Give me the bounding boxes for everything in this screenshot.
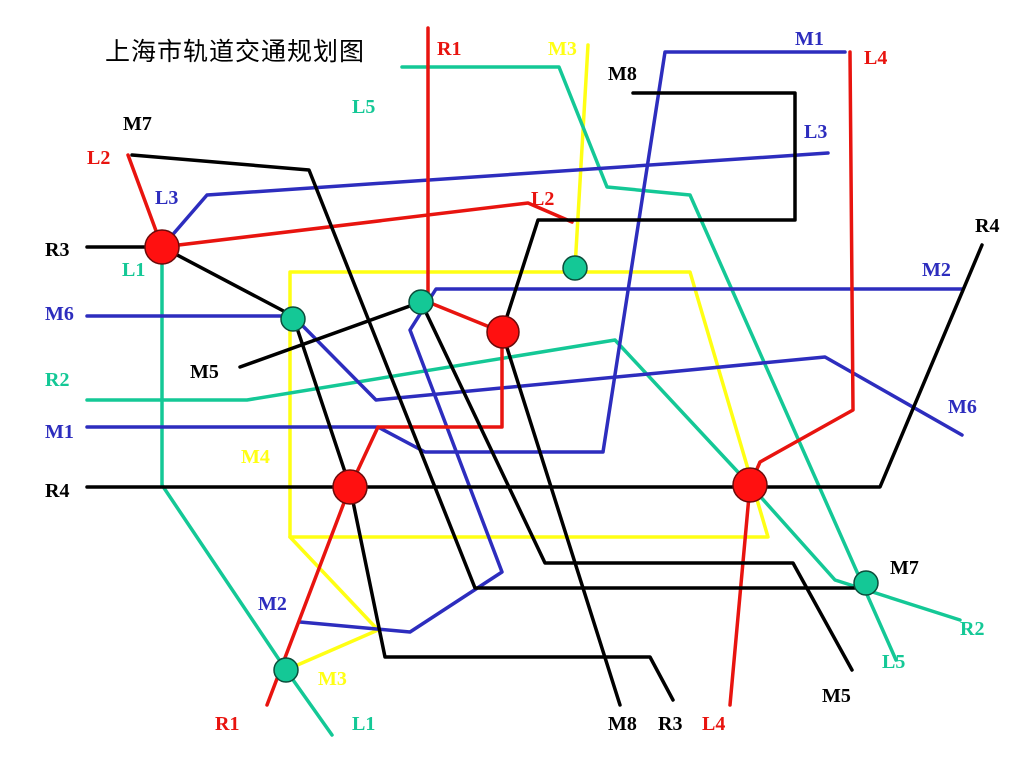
line-m2[interactable]: [298, 287, 964, 634]
transfer-station-small[interactable]: [408, 289, 434, 315]
line-m8[interactable]: [500, 91, 797, 707]
label-l2-mid: L2: [531, 188, 554, 210]
label-l2-top: L2: [87, 147, 110, 169]
label-l3-right: L3: [804, 121, 827, 143]
stations: [144, 229, 879, 683]
label-l4-bottom: L4: [702, 713, 725, 735]
transfer-station-large[interactable]: [486, 315, 520, 349]
label-m8-top: M8: [608, 63, 637, 85]
map-title: 上海市轨道交通规划图: [105, 37, 366, 66]
line-m7[interactable]: [130, 153, 870, 590]
label-m4: M4: [241, 446, 270, 468]
label-l4-top: L4: [864, 47, 887, 69]
label-l1-left: L1: [122, 259, 145, 281]
label-m2-right: M2: [922, 259, 951, 281]
transfer-station-small[interactable]: [562, 255, 588, 281]
label-l1-bottom: L1: [352, 713, 375, 735]
label-r1-bottom: R1: [215, 713, 239, 735]
label-m6-right: M6: [948, 396, 977, 418]
label-l5-bottom: L5: [882, 651, 905, 673]
transfer-station-large[interactable]: [732, 467, 768, 503]
line-l2[interactable]: [126, 153, 574, 249]
label-m2-bottom: M2: [258, 593, 287, 615]
label-m3-bottom: M3: [318, 668, 347, 690]
label-m5-bottom: M5: [822, 685, 851, 707]
line-m5[interactable]: [238, 300, 854, 672]
transfer-station-small[interactable]: [273, 657, 299, 683]
label-m3-top: M3: [548, 38, 577, 60]
label-r3-left: R3: [45, 239, 69, 261]
label-r3-bottom: R3: [658, 713, 682, 735]
label-l3-left: L3: [155, 187, 178, 209]
line-m6[interactable]: [85, 314, 964, 437]
label-r4-right: R4: [975, 215, 999, 237]
label-m7-right: M7: [890, 557, 919, 579]
label-r1-top: R1: [437, 38, 461, 60]
transfer-station-small[interactable]: [280, 306, 306, 332]
label-l5-top: L5: [352, 96, 375, 118]
label-m1-top: M1: [795, 28, 824, 50]
line-l5[interactable]: [400, 65, 898, 662]
line-m3[interactable]: [573, 43, 590, 270]
label-r2-right: R2: [960, 618, 984, 640]
line-m4[interactable]: [288, 270, 770, 539]
transfer-station-large[interactable]: [144, 229, 180, 265]
label-r4-left: R4: [45, 480, 69, 502]
line-l1[interactable]: [160, 245, 334, 737]
label-r2-left: R2: [45, 369, 69, 391]
line-l4[interactable]: [728, 50, 855, 707]
label-m6-left: M6: [45, 303, 74, 325]
label-m5-left: M5: [190, 361, 219, 383]
line-r1[interactable]: [265, 26, 504, 707]
transfer-station-small[interactable]: [853, 570, 879, 596]
label-m8-bottom: M8: [608, 713, 637, 735]
line-labels: R1 M3 M1 L4 M8 L5 M7 L3 L2 L3 L2 R4 R3 L…: [45, 28, 999, 735]
label-m1-left: M1: [45, 421, 74, 443]
transfer-station-large[interactable]: [332, 469, 368, 505]
label-m7-top: M7: [123, 113, 152, 135]
line-l3[interactable]: [160, 151, 830, 249]
